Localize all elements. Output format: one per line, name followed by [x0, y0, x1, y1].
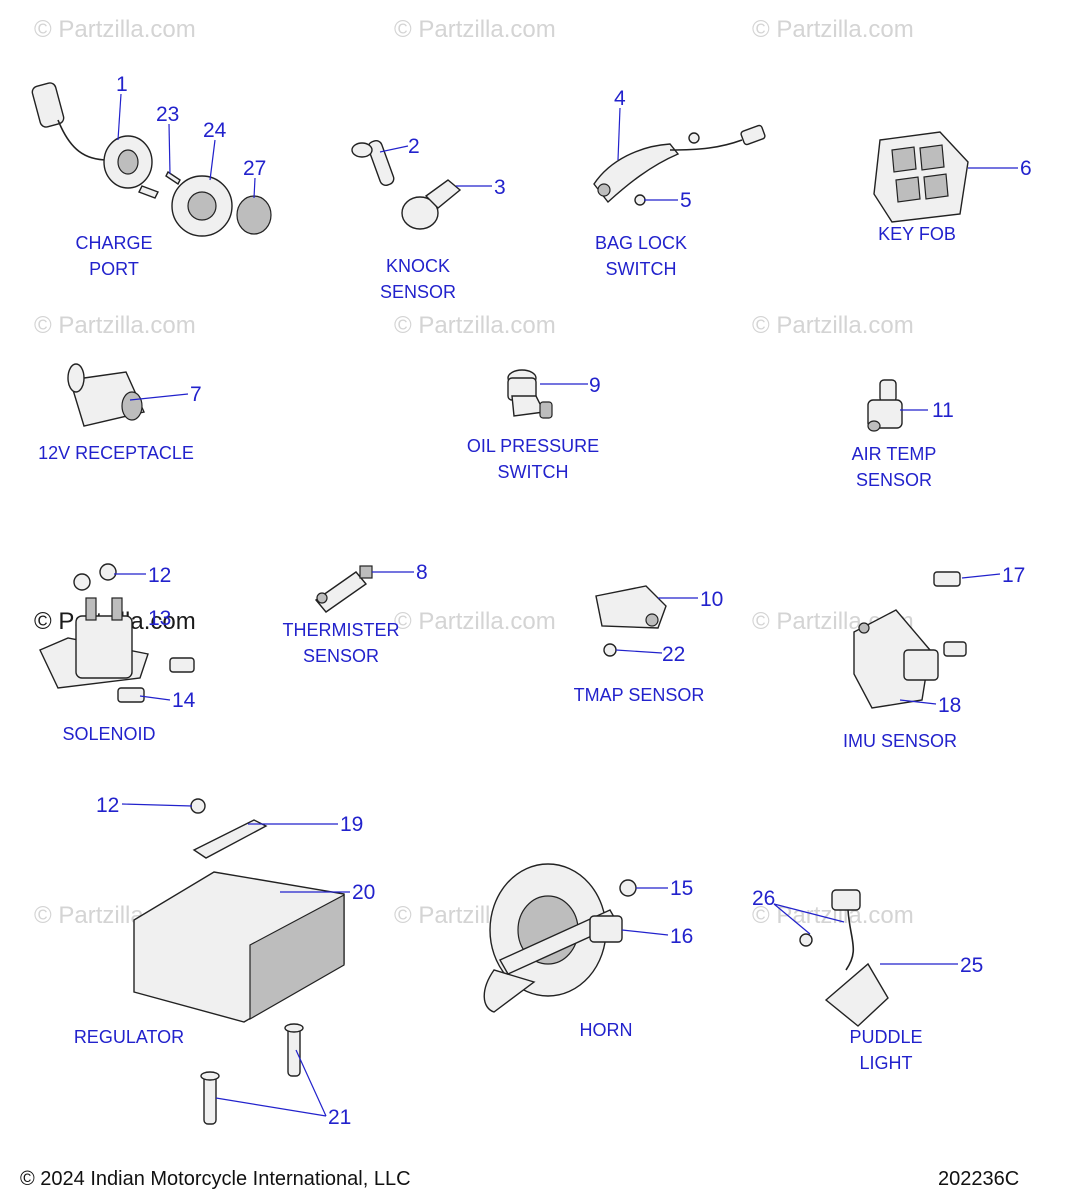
- label-line: SWITCH: [497, 462, 569, 482]
- watermark: © Partzilla.com: [34, 16, 196, 43]
- callout-number: 2: [408, 135, 420, 158]
- callout-number: 21: [328, 1106, 352, 1129]
- oil-pressure-switch-illustration: [507, 369, 553, 419]
- part-label-bag-lock-switch: BAG LOCK SWITCH: [576, 230, 706, 282]
- callout-number: 8: [416, 561, 428, 584]
- label-line: KNOCK: [385, 256, 450, 276]
- callout-number: 27: [243, 157, 267, 180]
- callout-number: 11: [932, 399, 954, 422]
- callout-number: 15: [670, 877, 694, 900]
- receptacle-12v-illustration: [67, 363, 145, 427]
- part-label-12v-receptacle: 12V RECEPTACLE: [26, 440, 206, 466]
- callout-number: 18: [938, 694, 962, 717]
- callout-number: 16: [670, 925, 694, 948]
- charge-port-illustration: [31, 82, 272, 237]
- callout-number: 14: [172, 689, 196, 712]
- diagram-code: 202236C: [938, 1168, 1020, 1190]
- puddle-light-illustration: [799, 889, 889, 1027]
- callout-number: 6: [1020, 157, 1032, 180]
- label-line: SWITCH: [605, 259, 677, 279]
- part-label-key-fob: KEY FOB: [857, 221, 977, 247]
- callout-number: 1: [116, 73, 128, 96]
- label-line: SENSOR: [302, 646, 380, 666]
- callout-number: 4: [614, 87, 626, 110]
- label-line: SENSOR: [855, 470, 933, 490]
- part-label-charge-port: CHARGE PORT: [54, 230, 174, 282]
- copyright-notice: © 2024 Indian Motorcycle International, …: [20, 1168, 411, 1190]
- callout-number: 9: [589, 374, 601, 397]
- part-label-solenoid: SOLENOID: [49, 721, 169, 747]
- label-line: OIL PRESSURE: [466, 436, 600, 456]
- solenoid-illustration: [39, 563, 195, 703]
- callout-number: 23: [156, 103, 180, 126]
- part-label-tmap-sensor: TMAP SENSOR: [564, 682, 714, 708]
- label-line: REGULATOR: [73, 1027, 185, 1047]
- callout-number: 7: [190, 383, 202, 406]
- part-label-imu-sensor: IMU SENSOR: [830, 728, 970, 754]
- part-label-thermister-sensor: THERMISTER SENSOR: [276, 617, 406, 669]
- callout-number: 20: [352, 881, 376, 904]
- label-line: PORT: [89, 259, 139, 279]
- watermark: © Partzilla.com: [752, 312, 914, 339]
- label-line: TMAP SENSOR: [573, 685, 705, 705]
- callout-number: 26: [752, 887, 776, 910]
- callout-number: 13: [148, 607, 172, 630]
- watermark: © Partzilla.com: [752, 16, 914, 43]
- horn-illustration: [483, 863, 637, 1013]
- label-line: PUDDLE: [849, 1027, 923, 1047]
- callout-number: 22: [662, 643, 686, 666]
- thermister-sensor-illustration: [314, 565, 373, 613]
- leader-lines: [114, 93, 1018, 1117]
- watermark: © Partzilla.com: [34, 312, 196, 339]
- part-label-air-temp-sensor: AIR TEMP SENSOR: [834, 441, 954, 493]
- part-label-knock-sensor: KNOCK SENSOR: [358, 253, 478, 305]
- watermark: © Partzilla.com: [394, 312, 556, 339]
- label-line: CHARGE: [75, 233, 153, 253]
- knock-sensor-illustration: [351, 139, 462, 230]
- label-line: SENSOR: [379, 282, 457, 302]
- regulator-illustration: [133, 798, 345, 1125]
- callout-number: 12: [96, 794, 120, 817]
- part-label-horn: HORN: [556, 1017, 656, 1043]
- watermark: © Partzilla.com: [394, 608, 556, 635]
- callout-number: 12: [148, 564, 172, 587]
- callout-number: 10: [700, 588, 724, 611]
- callout-number: 19: [340, 813, 364, 836]
- label-line: IMU SENSOR: [842, 731, 957, 751]
- label-line: BAG LOCK: [594, 233, 688, 253]
- label-line: KEY FOB: [878, 224, 956, 244]
- callout-number: 25: [960, 954, 984, 977]
- callout-number: 3: [494, 176, 506, 199]
- key-fob-illustration: [873, 131, 969, 223]
- bag-lock-switch-illustration: [593, 124, 766, 206]
- callout-number: 17: [1002, 564, 1026, 587]
- callout-number: 24: [203, 119, 227, 142]
- tmap-sensor-illustration: [595, 585, 667, 657]
- watermark: © Partzilla.com: [394, 16, 556, 43]
- air-temp-sensor-illustration: [867, 379, 903, 432]
- callout-number: 5: [680, 189, 692, 212]
- label-line: 12V RECEPTACLE: [38, 443, 194, 463]
- label-line: HORN: [579, 1020, 633, 1040]
- label-line: THERMISTER: [282, 620, 400, 640]
- part-label-puddle-light: PUDDLE LIGHT: [826, 1024, 946, 1076]
- imu-sensor-illustration: [853, 571, 967, 709]
- part-label-regulator: REGULATOR: [64, 1024, 194, 1050]
- label-line: LIGHT: [859, 1053, 913, 1073]
- label-line: AIR TEMP: [851, 444, 937, 464]
- label-line: SOLENOID: [62, 724, 156, 744]
- part-label-oil-pressure-switch: OIL PRESSURE SWITCH: [458, 433, 608, 485]
